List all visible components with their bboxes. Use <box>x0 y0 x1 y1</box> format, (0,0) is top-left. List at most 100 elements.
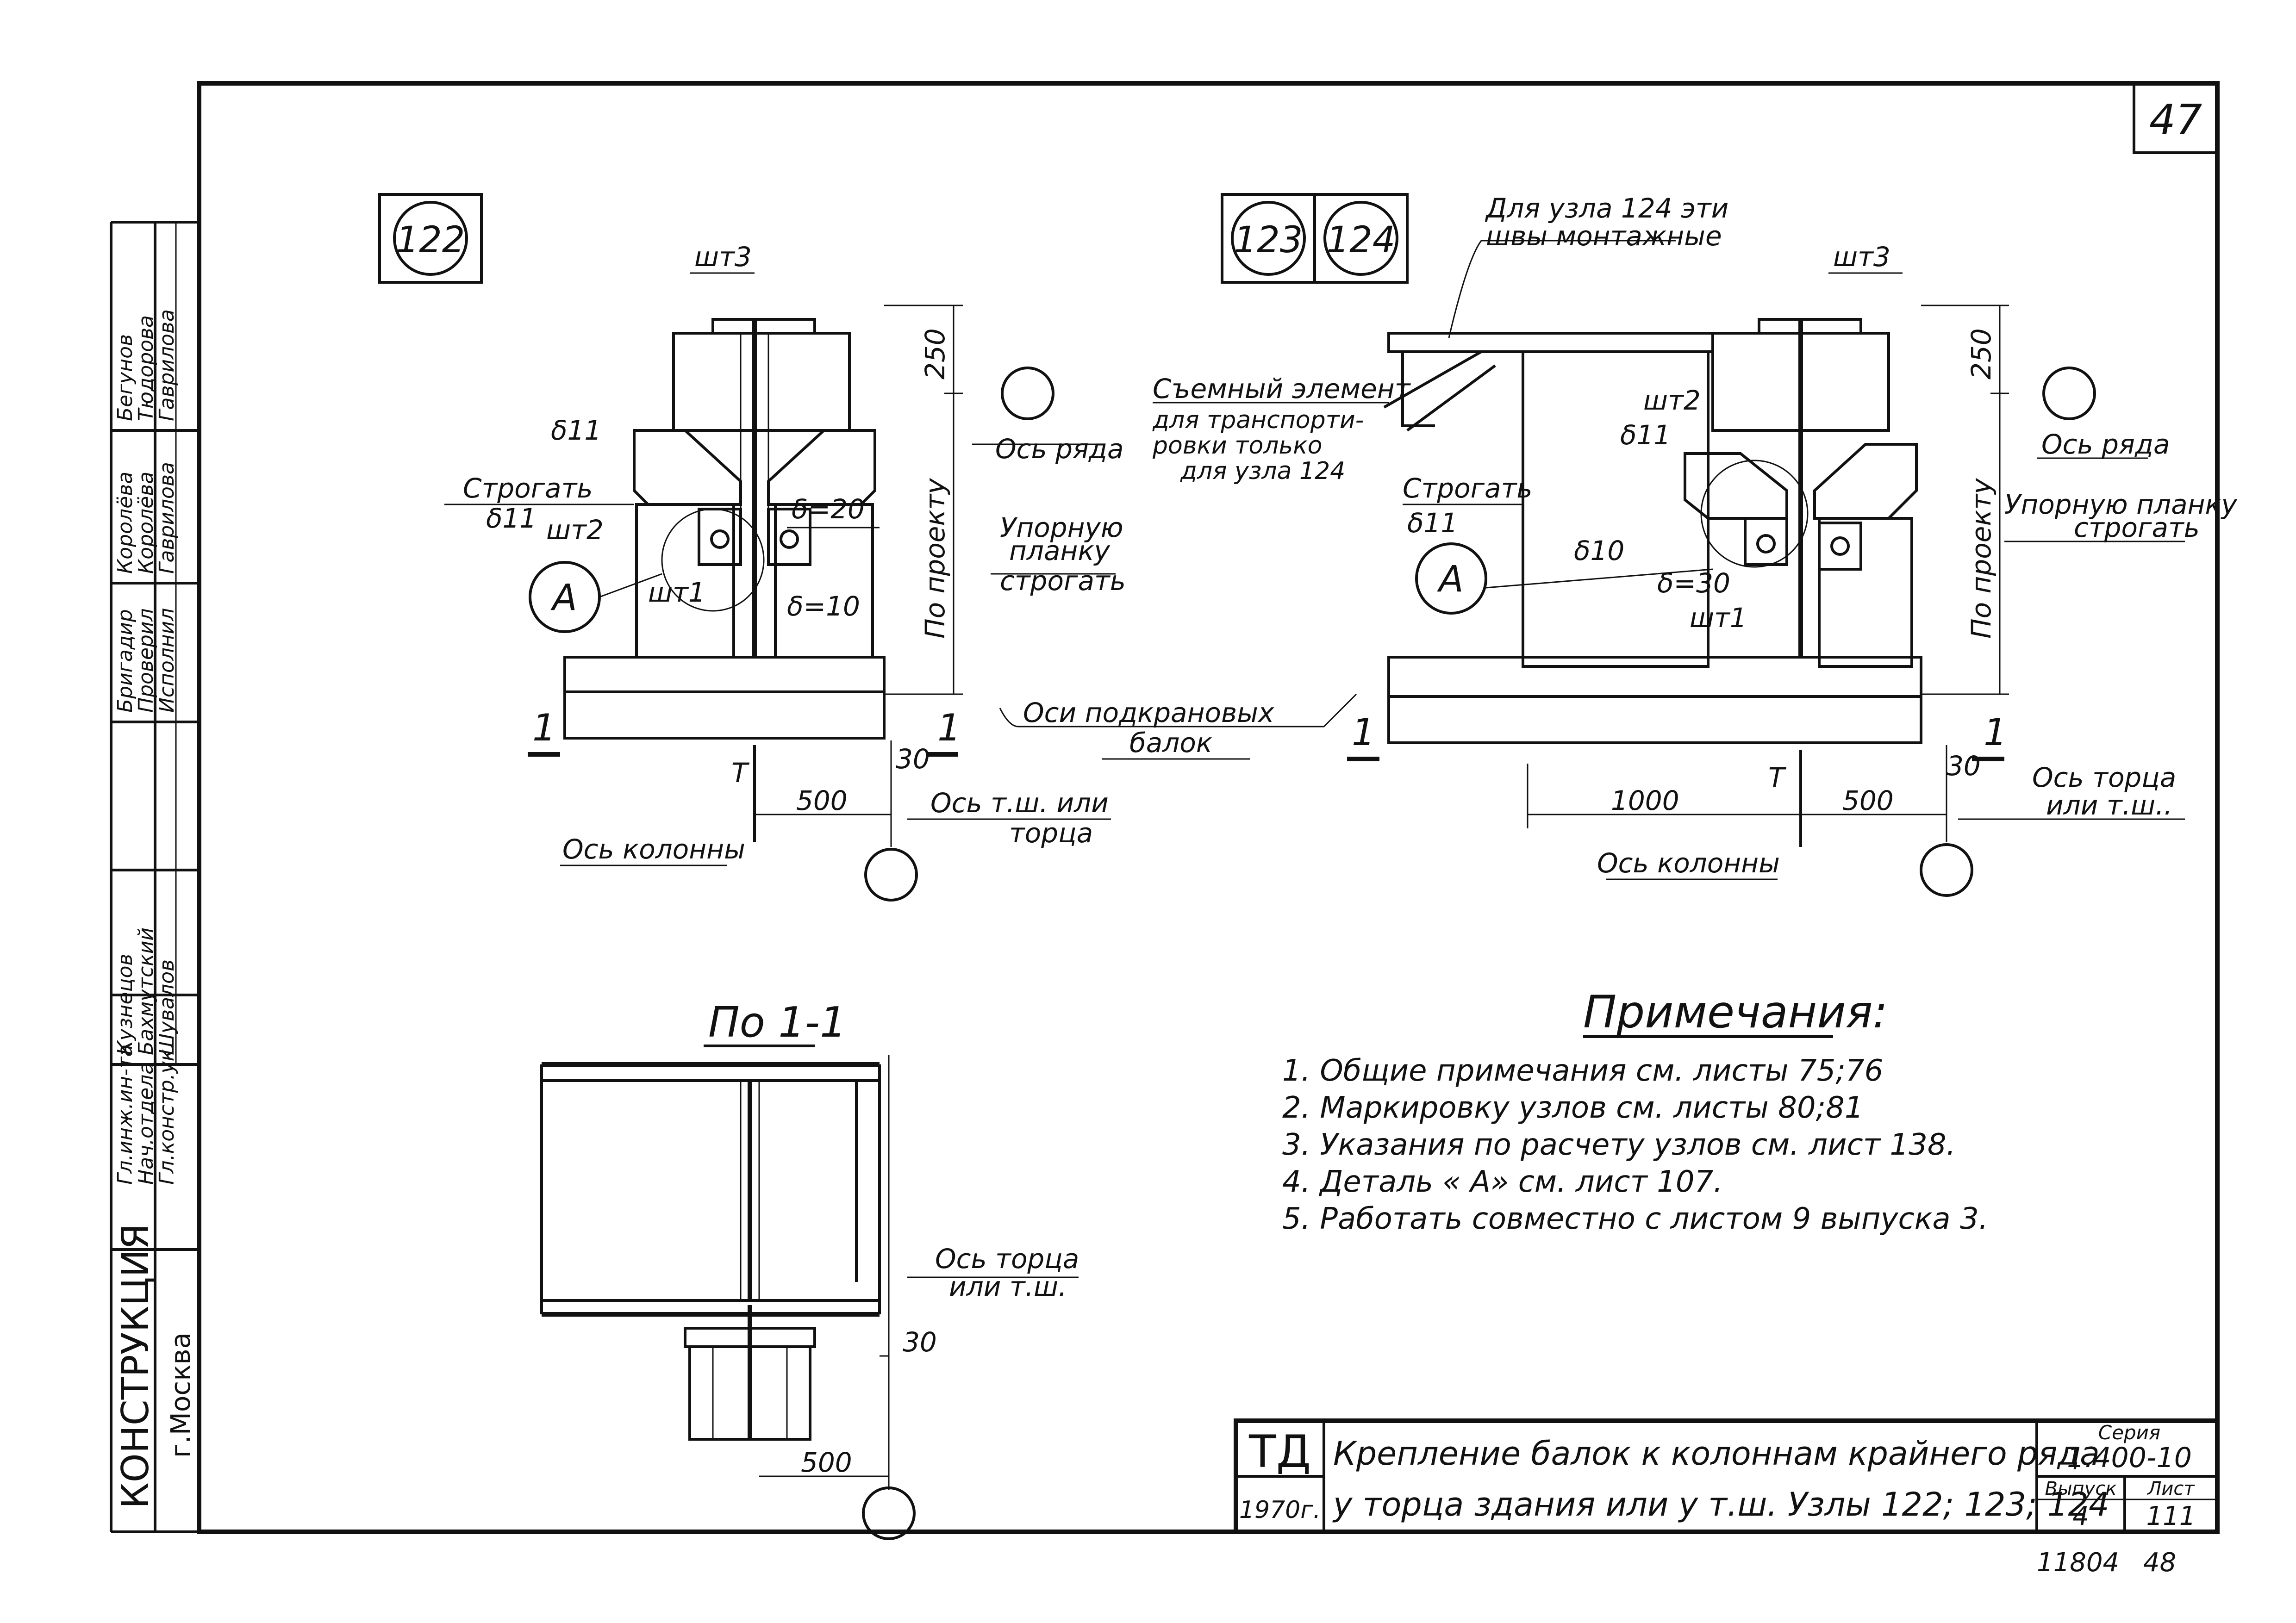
title-line-2: у торца здания или у т.ш. Узлы 122; 123;… <box>1332 1486 2109 1524</box>
right-dim-1000: 1000 <box>1611 785 1679 816</box>
left-section-1a: 1 <box>532 706 556 749</box>
detail-122 <box>444 272 1116 902</box>
stamp-r0c1: Кузнецов <box>113 954 137 1055</box>
page-number: 47 <box>2149 96 2202 144</box>
series-label: Серия <box>2098 1421 2160 1444</box>
note-item-1: 1. Общие примечания см. листы 75;76 <box>1282 1054 1883 1088</box>
sheet-frame <box>110 81 2220 1534</box>
stamp-r5c2: Гаврилова <box>155 309 179 421</box>
right-note-124-2: швы монтажные <box>1486 220 1722 252</box>
stamp-r2c0: Гл.констр.ук. <box>155 1043 179 1185</box>
right-note-124-1: Для узла 124 эти <box>1485 193 1728 224</box>
issue-value: 4 <box>2072 1501 2089 1531</box>
page-footer: 11804 48 <box>2037 1548 2176 1578</box>
org-name: КОНСТРУКЦИЯ <box>114 1224 157 1509</box>
issue-label: Выпуск <box>2045 1478 2117 1499</box>
stamp-r5c0: Исполнил <box>155 608 179 713</box>
left-upornuyu: Упорную <box>1000 512 1123 543</box>
note-item-3: 3. Указания по расчету узлов см. лист 13… <box>1282 1128 1956 1162</box>
right-removable-4: для узла 124 <box>1180 457 1345 485</box>
note-item-5: 5. Работать совместно с листом 9 выпуска… <box>1282 1202 1988 1236</box>
section-title: По 1-1 <box>708 998 846 1047</box>
section-dim-30: 30 <box>903 1326 937 1358</box>
note-item-2: 2. Маркировку узлов см. листы 80;81 <box>1282 1091 1864 1125</box>
left-sht2: шт2 <box>546 514 604 546</box>
crane-beam-axis-label: Оси подкрановых балок <box>999 693 1357 760</box>
right-t: Т <box>1768 762 1787 793</box>
notes: Примечания: 1. Общие примечания см. лист… <box>1282 986 1988 1236</box>
right-os-ryada: Ось ряда <box>2041 429 2170 460</box>
right-sht3: шт3 <box>1833 241 1890 273</box>
right-delta11: δ11 <box>1620 419 1671 451</box>
left-os-tsh-1: Ось т.ш. или <box>930 787 1109 819</box>
detail-123-124-labels: Для узла 124 эти швы монтажные шт3 Съемн… <box>1152 193 2238 879</box>
section-os-tortsa-2: или т.ш. <box>949 1271 1067 1302</box>
right-os-tortsa-2: или т.ш.. <box>2046 790 2172 821</box>
right-strogat-d: δ11 <box>1407 507 1458 539</box>
node-123-text: 123 <box>1234 219 1303 261</box>
right-sht1: шт1 <box>1690 602 1747 634</box>
sheet-value: 111 <box>2146 1501 2196 1531</box>
node-label-122: 122 <box>378 193 483 284</box>
right-dim-250: 250 <box>1965 328 1997 379</box>
osi-line-2: балок <box>1129 727 1212 759</box>
right-callout-a: А <box>1415 542 1713 615</box>
left-strogat-d: δ11 <box>486 503 537 534</box>
left-callout-a: А <box>529 561 662 633</box>
left-dim-250: 250 <box>919 328 951 379</box>
right-strogat: Строгать <box>1403 473 1533 504</box>
stamp-r5c1: Гаврилова <box>155 462 179 574</box>
title-line-1: Крепление балок к колоннам крайнего ряда <box>1333 1435 2100 1473</box>
right-removable-1: Съемный элемент <box>1153 373 1411 404</box>
right-section-1a: 1 <box>1352 711 1375 754</box>
left-sht3: шт3 <box>694 241 752 273</box>
detail-123-124 <box>1153 240 2185 897</box>
note-item-4: 4. Деталь « А» см. лист 107. <box>1282 1165 1723 1199</box>
stamp-r1c1: Бахмутский <box>134 927 158 1055</box>
left-strogat2: строгать <box>1000 565 1126 597</box>
right-sht2: шт2 <box>1643 385 1701 416</box>
stamp-r2c1: Шувалов <box>155 959 179 1055</box>
osi-line-1: Оси подкрановых <box>1023 697 1274 728</box>
left-strogat: Строгать <box>463 473 593 504</box>
right-section-1b: 1 <box>1984 711 2007 754</box>
node-122-text: 122 <box>396 219 465 261</box>
left-t: Т <box>731 757 750 789</box>
series-value: 1.400-10 <box>2067 1442 2192 1474</box>
left-os-ryada: Ось ряда <box>995 433 1124 465</box>
right-os-kolonny: Ось колонны <box>1597 847 1780 879</box>
footer-right: 48 <box>2143 1548 2176 1578</box>
left-os-tsh-2: торца <box>1009 817 1093 849</box>
node-label-123-124: 123 124 <box>1221 193 1409 284</box>
org-city: г.Москва <box>165 1332 196 1458</box>
stamp-r4c2: Тюдорова <box>134 315 158 421</box>
left-po-proektu: По проекту <box>919 478 951 639</box>
right-os-tortsa-1: Ось торца <box>2032 762 2176 793</box>
right-delta10: δ10 <box>1574 535 1624 566</box>
title-year: 1970г. <box>1239 1496 1321 1524</box>
left-d20: δ=20 <box>792 493 865 525</box>
left-callout-a-text: А <box>550 577 577 619</box>
left-section-1b: 1 <box>937 706 961 749</box>
section-1-1: По 1-1 <box>540 998 1079 1540</box>
footer-left: 11804 <box>2037 1548 2119 1578</box>
section-os-tortsa-1: Ось торца <box>935 1243 1079 1275</box>
right-dim-30: 30 <box>1947 750 1981 782</box>
stamp-r1c0: Нач.отдела <box>134 1062 158 1185</box>
title-block: ТД 1970г. Крепление балок к колоннам кра… <box>1234 1418 2220 1534</box>
right-removable-2: для транспорти- <box>1152 406 1364 434</box>
stamp-r4c1: Королёва <box>134 472 158 574</box>
left-sht1: шт1 <box>648 577 705 608</box>
notes-title: Примечания: <box>1583 986 1888 1038</box>
left-delta11: δ11 <box>551 415 601 446</box>
right-strogat2: строгать <box>2074 512 2200 543</box>
right-callout-a-text: А <box>1436 559 1463 600</box>
left-dim-30: 30 <box>896 743 930 775</box>
title-td: ТД <box>1248 1426 1311 1478</box>
stamp-r3c2: Бегунов <box>113 334 137 421</box>
left-dim-500: 500 <box>796 785 848 816</box>
left-os-kolonny: Ось колонны <box>562 833 745 865</box>
stamp-r3c1: Королёва <box>113 472 137 574</box>
page-number-box: 47 <box>2133 82 2219 154</box>
